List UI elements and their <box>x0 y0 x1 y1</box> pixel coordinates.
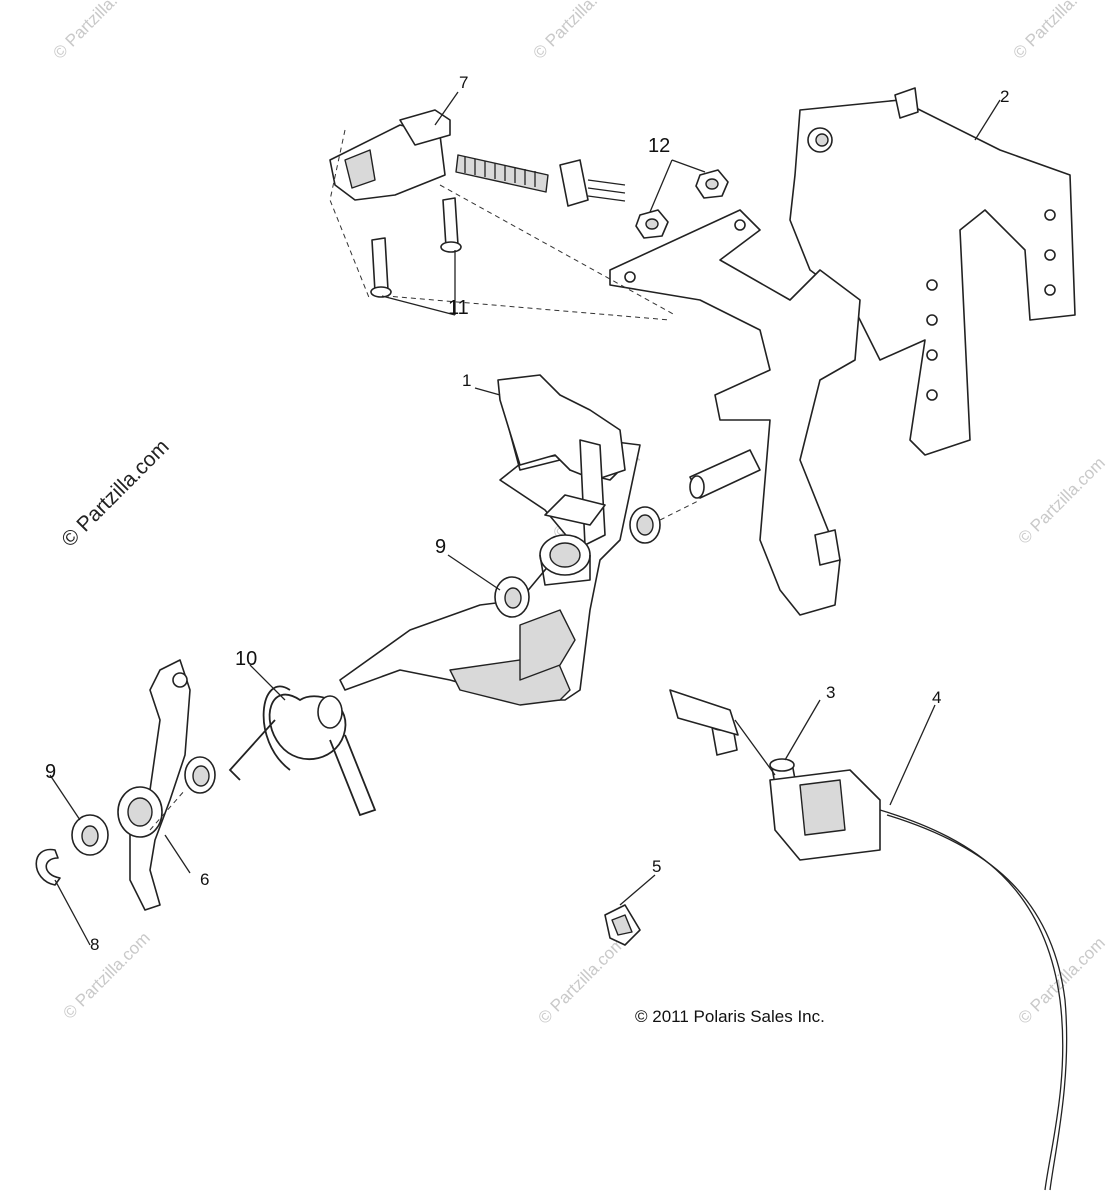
part-6-lever <box>117 659 191 911</box>
part-5-clip <box>604 904 641 946</box>
watermark: © Partzilla.com <box>59 928 153 1022</box>
part-7-switch <box>329 109 676 321</box>
callout-11: 11 <box>448 297 469 319</box>
callout-1: 1 <box>462 371 471 390</box>
watermark: © Partzilla.com <box>534 933 628 1027</box>
callout-4: 4 <box>932 688 941 707</box>
watermark: © Partzilla.com <box>529 0 623 63</box>
leader-lines <box>49 91 1001 946</box>
part-2-bracket <box>609 87 1076 616</box>
part-9-washer-lower <box>71 814 109 856</box>
part-10-spring <box>228 685 377 817</box>
callout-12: 12 <box>648 135 670 157</box>
callout-5: 5 <box>652 857 661 876</box>
part-4-cable <box>669 689 1068 1191</box>
part-9-washer-upper <box>494 576 530 618</box>
watermark: © Partzilla.com <box>1014 453 1108 547</box>
callout-10: 10 <box>235 648 257 670</box>
copyright-notice: © 2011 Polaris Sales Inc. <box>635 1007 825 1026</box>
watermark-main: © Partzilla.com <box>57 435 173 551</box>
part-1-pedal <box>339 374 641 706</box>
callout-9-lower: 9 <box>45 761 56 783</box>
callout-2: 2 <box>1000 87 1009 106</box>
callout-8: 8 <box>90 935 99 954</box>
watermark: © Partzilla.com <box>49 0 143 63</box>
callout-9-upper: 9 <box>435 536 446 558</box>
callout-6: 6 <box>200 870 209 889</box>
part-8-clip <box>35 848 61 886</box>
watermark: © Partzilla.com <box>1009 0 1103 63</box>
callout-7: 7 <box>459 73 468 92</box>
callout-3: 3 <box>826 683 835 702</box>
part-12-nuts <box>635 159 729 239</box>
part-11-pins <box>370 197 462 316</box>
bushing <box>629 499 701 544</box>
callout-labels: 1 2 3 4 5 6 7 8 9 9 10 11 12 <box>45 73 1009 954</box>
bushing <box>184 756 216 794</box>
